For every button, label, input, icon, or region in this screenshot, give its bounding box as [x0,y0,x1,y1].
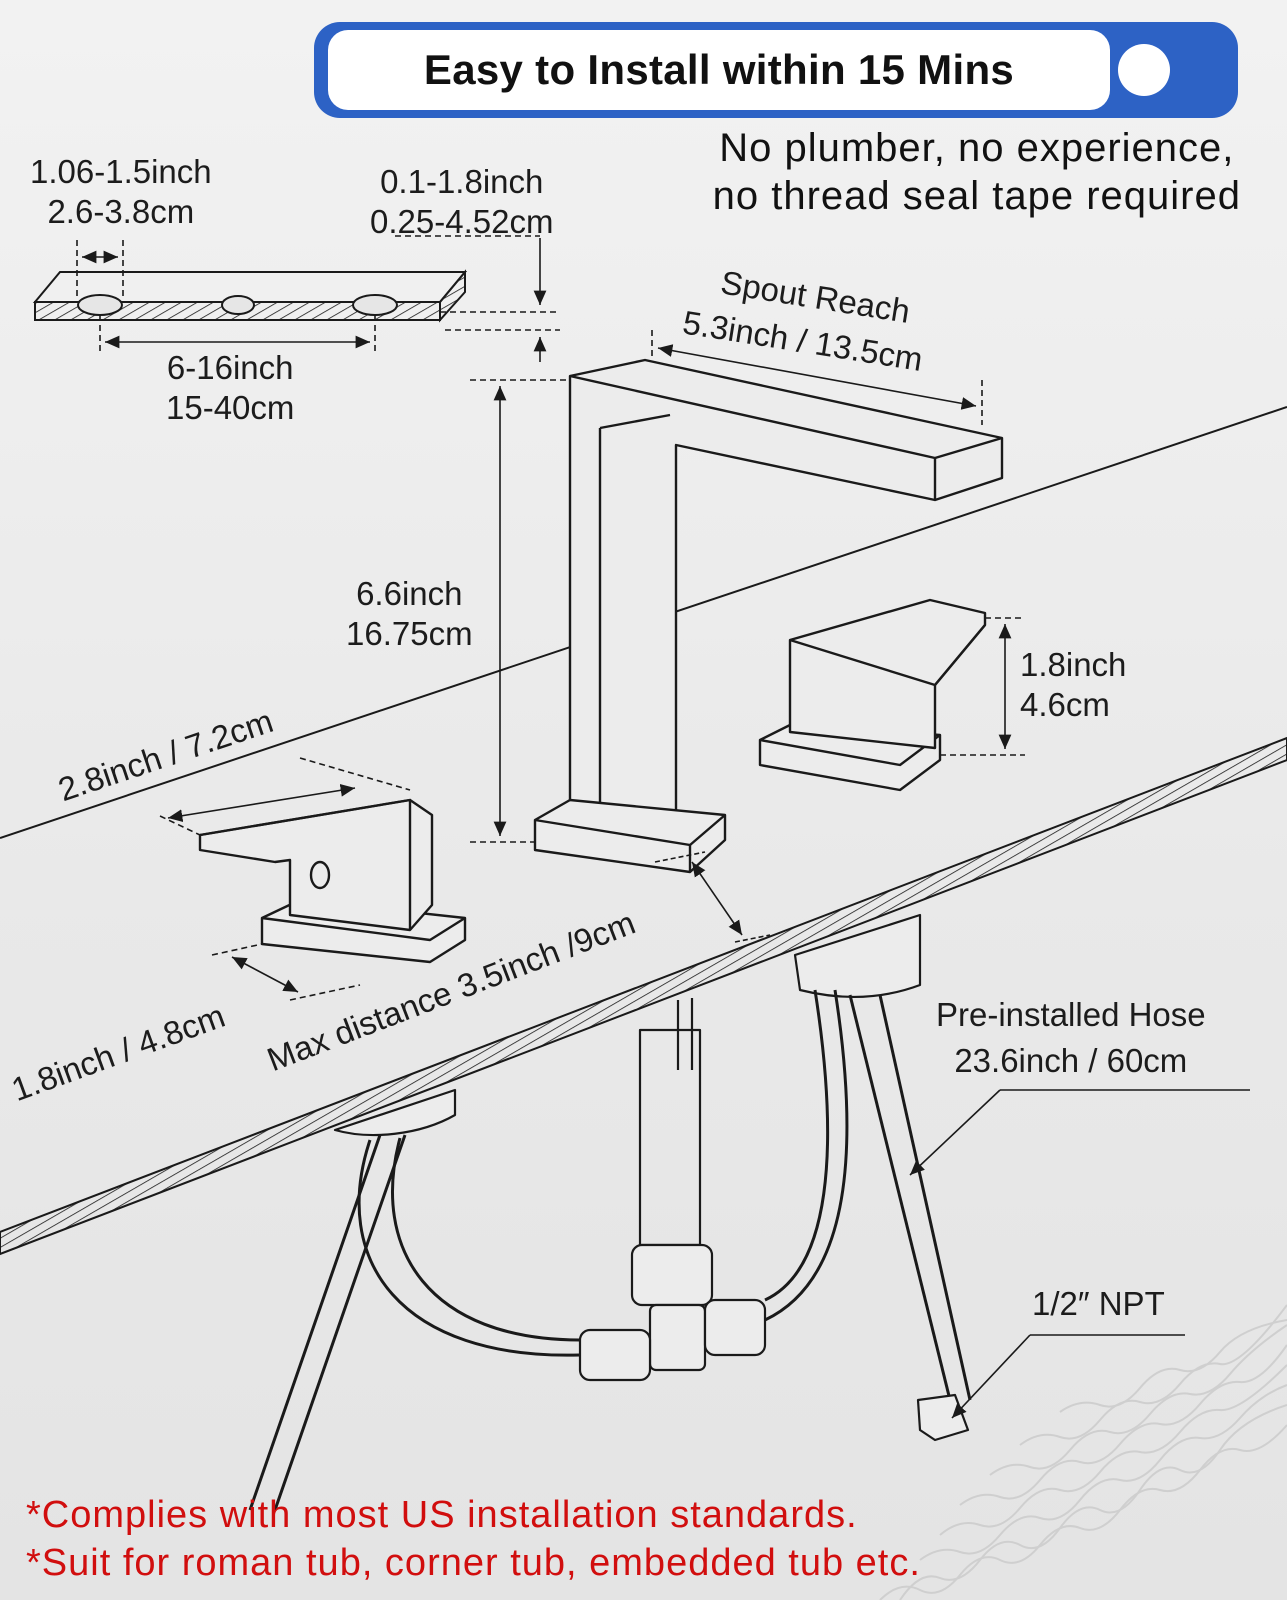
subtitle-line-2: no thread seal tape required [712,174,1241,218]
npt-connector-label: 1/2″ NPT [1032,1285,1165,1322]
deck-thickness-inch: 0.1-1.8inch [380,163,544,200]
hole-spacing-inch: 6-16inch [166,349,294,386]
spout-height-cm: 16.75cm [346,615,473,652]
deck-thickness-cm: 0.25-4.52cm [370,203,554,240]
right-handle [758,598,987,792]
wave-texture [879,1304,1287,1600]
hose-length: 23.6inch / 60cm [954,1042,1188,1079]
handle-height-label: 1.8inch 4.6cm [1020,645,1126,725]
banner-dot-icon [1118,44,1170,96]
handle-height-cm: 4.6cm [1020,686,1110,723]
hole-diameter-label: 1.06-1.5inch 2.6-3.8cm [30,152,212,232]
title-banner: Easy to Install within 15 Mins [314,22,1238,118]
under-deck-hardware [248,913,972,1511]
faucet-dimension-lines [159,330,1025,1001]
hole-diameter-cm: 2.6-3.8cm [47,193,195,230]
left-handle [198,798,467,964]
spout-height-inch: 6.6inch [356,575,463,612]
compliance-note: *Complies with most US installation stan… [26,1494,858,1536]
countertop-dimension-lines [76,235,560,362]
spout-height-label: 6.6inch 16.75cm [346,574,473,654]
leader-lines [909,1089,1250,1419]
title-banner-inner: Easy to Install within 15 Mins [328,30,1110,110]
counter-front-edge [0,736,1287,1256]
faucet-spout-base [533,798,727,874]
deck-thickness-label: 0.1-1.8inch 0.25-4.52cm [370,162,553,242]
subtitle: No plumber, no experience, no thread sea… [713,124,1241,220]
countertop-section-detail [32,269,468,323]
hose-label: Pre-installed Hose 23.6inch / 60cm [936,995,1206,1081]
banner-title: Easy to Install within 15 Mins [423,46,1015,93]
subtitle-line-1: No plumber, no experience, [719,126,1235,170]
hose-title: Pre-installed Hose [936,996,1206,1033]
handle-height-inch: 1.8inch [1020,646,1127,683]
hole-diameter-inch: 1.06-1.5inch [30,153,212,190]
hole-spacing-label: 6-16inch 15-40cm [166,348,294,428]
hole-spacing-cm: 15-40cm [166,389,295,426]
tub-compatibility-note: *Suit for roman tub, corner tub, embedde… [26,1542,921,1584]
